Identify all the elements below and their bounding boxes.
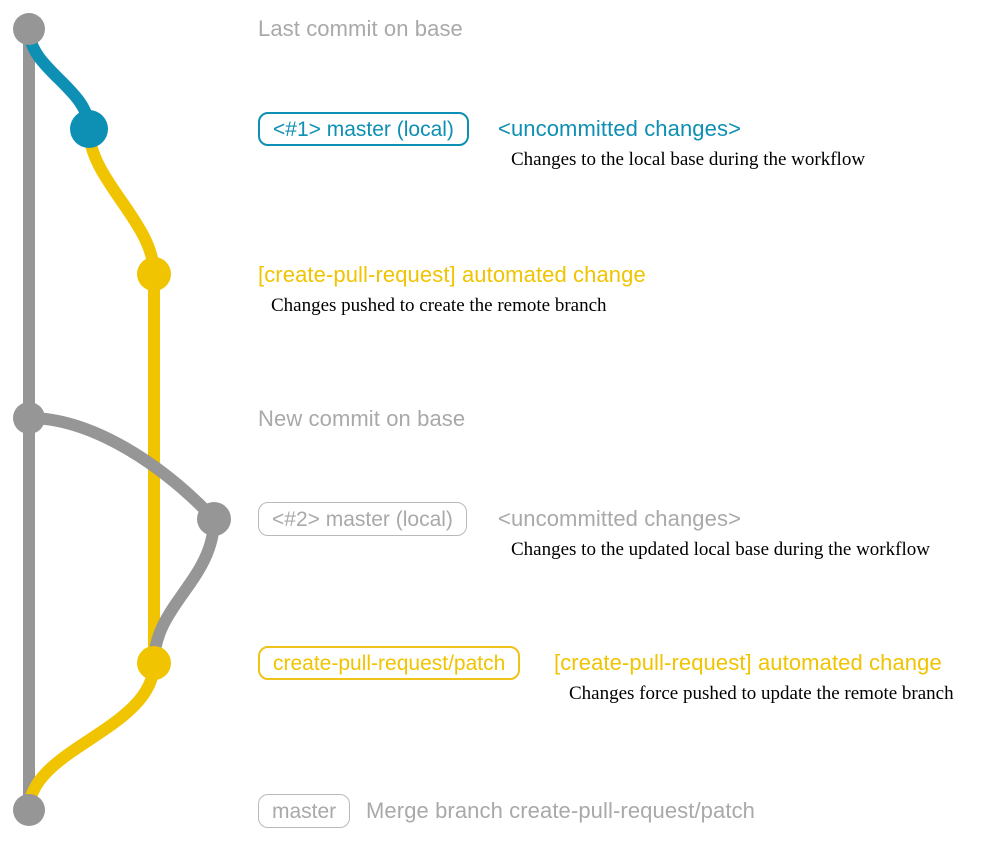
node-local-master-2 — [197, 502, 231, 536]
commit-subject-automated-change-force-push: [create-pull-request] automated change — [554, 650, 942, 675]
node-base-merge — [13, 794, 45, 826]
commit-subject-new-commit-on-base: New commit on base — [258, 406, 466, 431]
ref-badge-local-master-2[interactable]: <#2> master (local) — [258, 502, 467, 536]
commit-description-automated-change-push: Changes pushed to create the remote bran… — [271, 295, 607, 316]
commit-subject-local-master-2: <uncommitted changes> — [498, 506, 742, 531]
edge-patch-to-merge — [23, 657, 160, 816]
commit-description-local-master-2: Changes to the updated local base during… — [511, 539, 930, 560]
ref-badge-local-master-1[interactable]: <#1> master (local) — [258, 112, 469, 146]
commit-subject-last-commit-on-base: Last commit on base — [258, 16, 463, 41]
ref-badge-create-pull-request-patch[interactable]: create-pull-request/patch — [258, 646, 521, 680]
commit-nodes — [13, 13, 231, 826]
ref-badge-master[interactable]: master — [258, 794, 351, 828]
node-base-new-commit — [13, 402, 45, 434]
commit-subject-automated-change-push: [create-pull-request] automated change — [258, 262, 646, 287]
node-local-master-1 — [70, 110, 108, 148]
node-base-last-commit — [13, 13, 45, 45]
commit-description-local-master-1: Changes to the local base during the wor… — [511, 149, 866, 170]
edge-local-master-2-to-patch — [148, 513, 220, 669]
commit-description-automated-change-force-push: Changes force pushed to update the remot… — [569, 683, 954, 704]
node-patch-created — [137, 257, 171, 291]
commit-subject-local-master-1: <uncommitted changes> — [498, 116, 742, 141]
commit-subject-merge-commit: Merge branch create-pull-request/patch — [366, 798, 756, 823]
node-patch-force-push — [137, 646, 171, 680]
edge-base-to-local-master-2 — [23, 412, 220, 525]
